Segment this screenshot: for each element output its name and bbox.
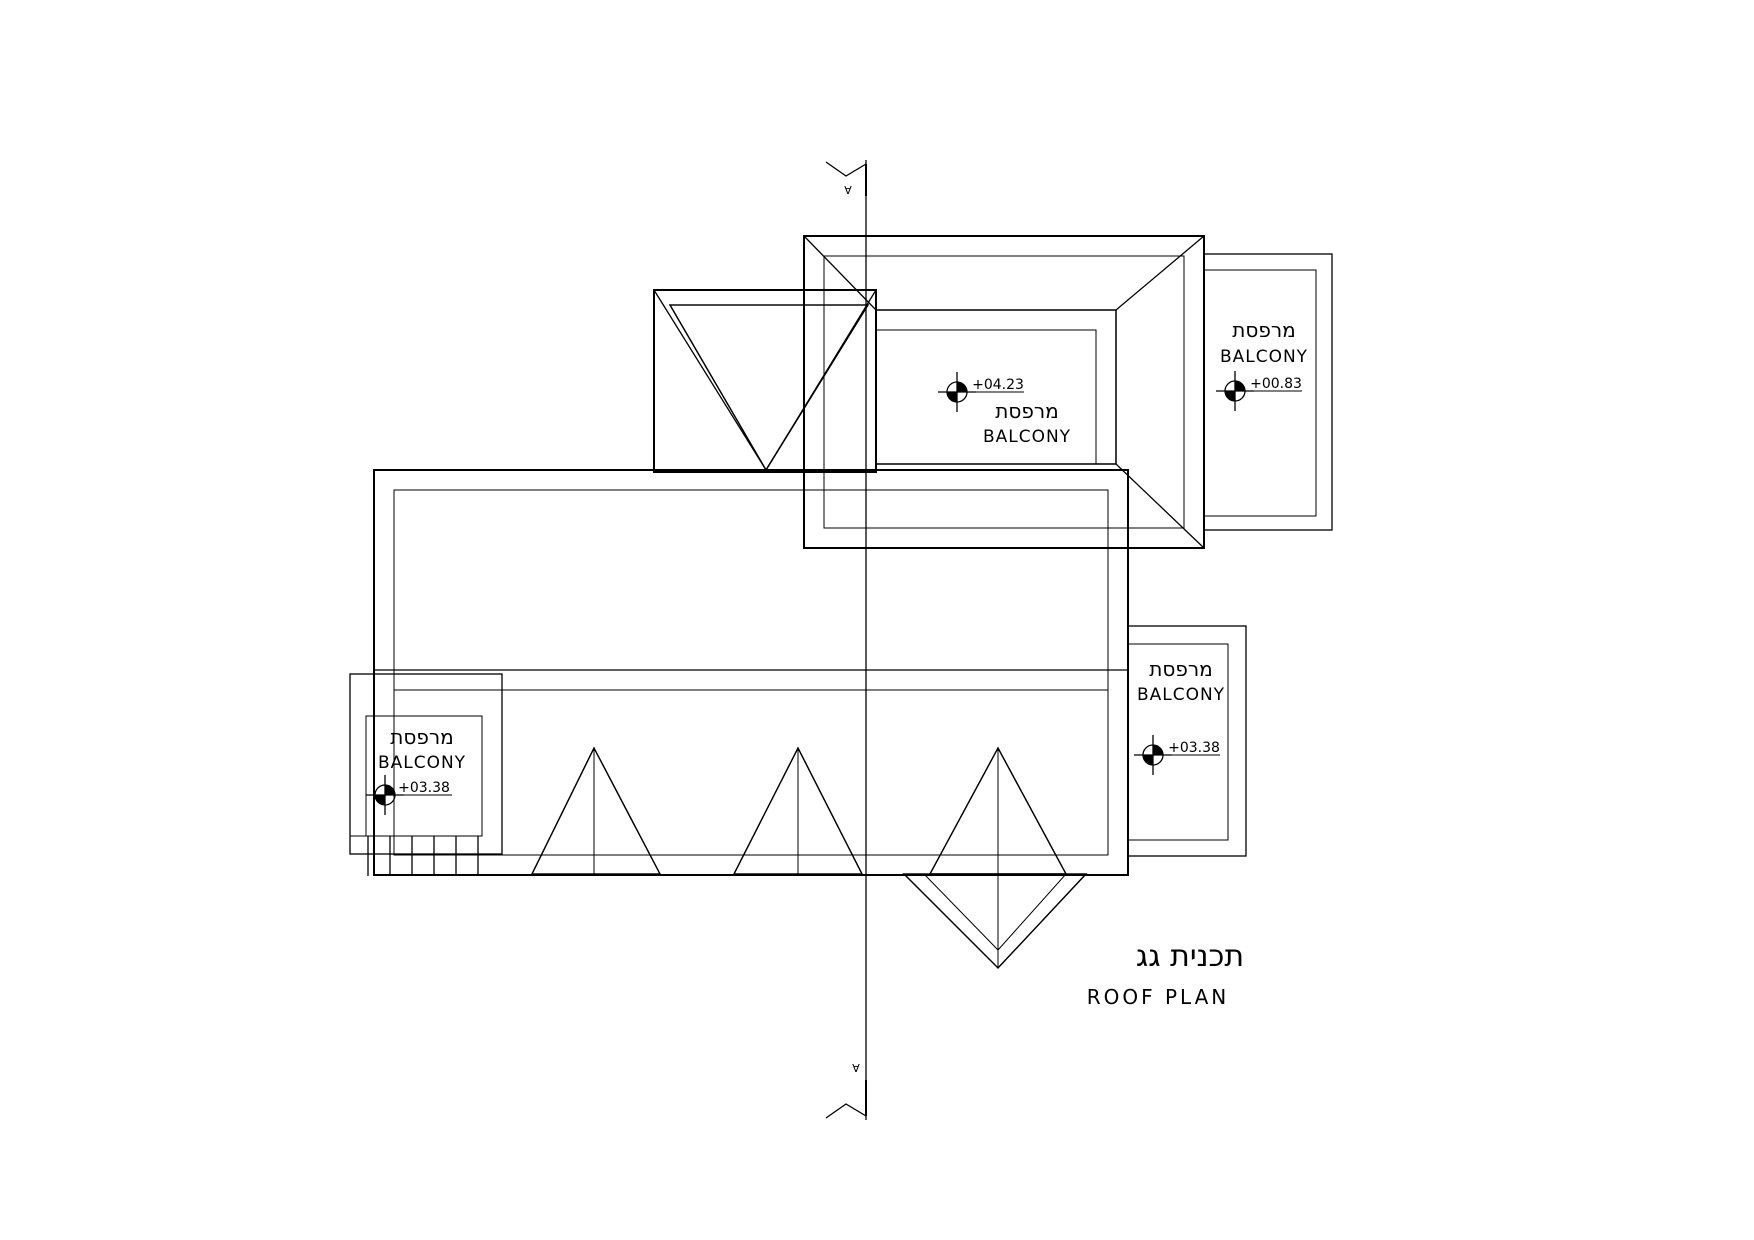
balcony-upper-level: +04.23: [972, 377, 1024, 393]
upper-gable-roof: [653, 289, 877, 473]
balcony-right-middle: [1127, 625, 1247, 857]
balcony-right-top: [1203, 253, 1333, 531]
dormer-2: [732, 746, 864, 875]
level-marker-right-top: [1216, 371, 1302, 411]
balcony-left-level: +03.38: [398, 780, 450, 796]
level-marker-upper: [938, 372, 1024, 412]
balcony-upper-hebrew: מרפסת: [995, 399, 1059, 423]
balcony-left-hebrew: מרפסת: [390, 725, 454, 749]
level-marker-left: [366, 775, 452, 815]
railing-posts: [367, 836, 479, 876]
section-marker-top: A: [844, 183, 852, 196]
main-roof: [373, 469, 1129, 876]
drawing-title-hebrew: תכנית גג: [1136, 939, 1244, 974]
balcony-left-english: BALCONY: [378, 753, 466, 773]
bay-roof: [902, 873, 1088, 969]
balcony-right-top-hebrew: מרפסת: [1232, 318, 1296, 342]
drawing-title-english: ROOF PLAN: [1087, 985, 1230, 1009]
balcony-right-middle-level: +03.38: [1168, 740, 1220, 756]
section-line: [825, 160, 867, 1120]
dormer-1: [530, 746, 662, 875]
level-marker-right-middle: [1134, 735, 1220, 775]
balcony-upper: [875, 309, 1117, 465]
balcony-upper-english: BALCONY: [983, 427, 1071, 447]
balcony-left: [349, 673, 503, 876]
section-marker-bottom: A: [852, 1061, 860, 1074]
balcony-right-top-level: +00.83: [1250, 376, 1302, 392]
balcony-right-middle-hebrew: מרפסת: [1149, 657, 1213, 681]
balcony-right-top-english: BALCONY: [1220, 347, 1308, 367]
balcony-right-middle-english: BALCONY: [1137, 685, 1225, 705]
